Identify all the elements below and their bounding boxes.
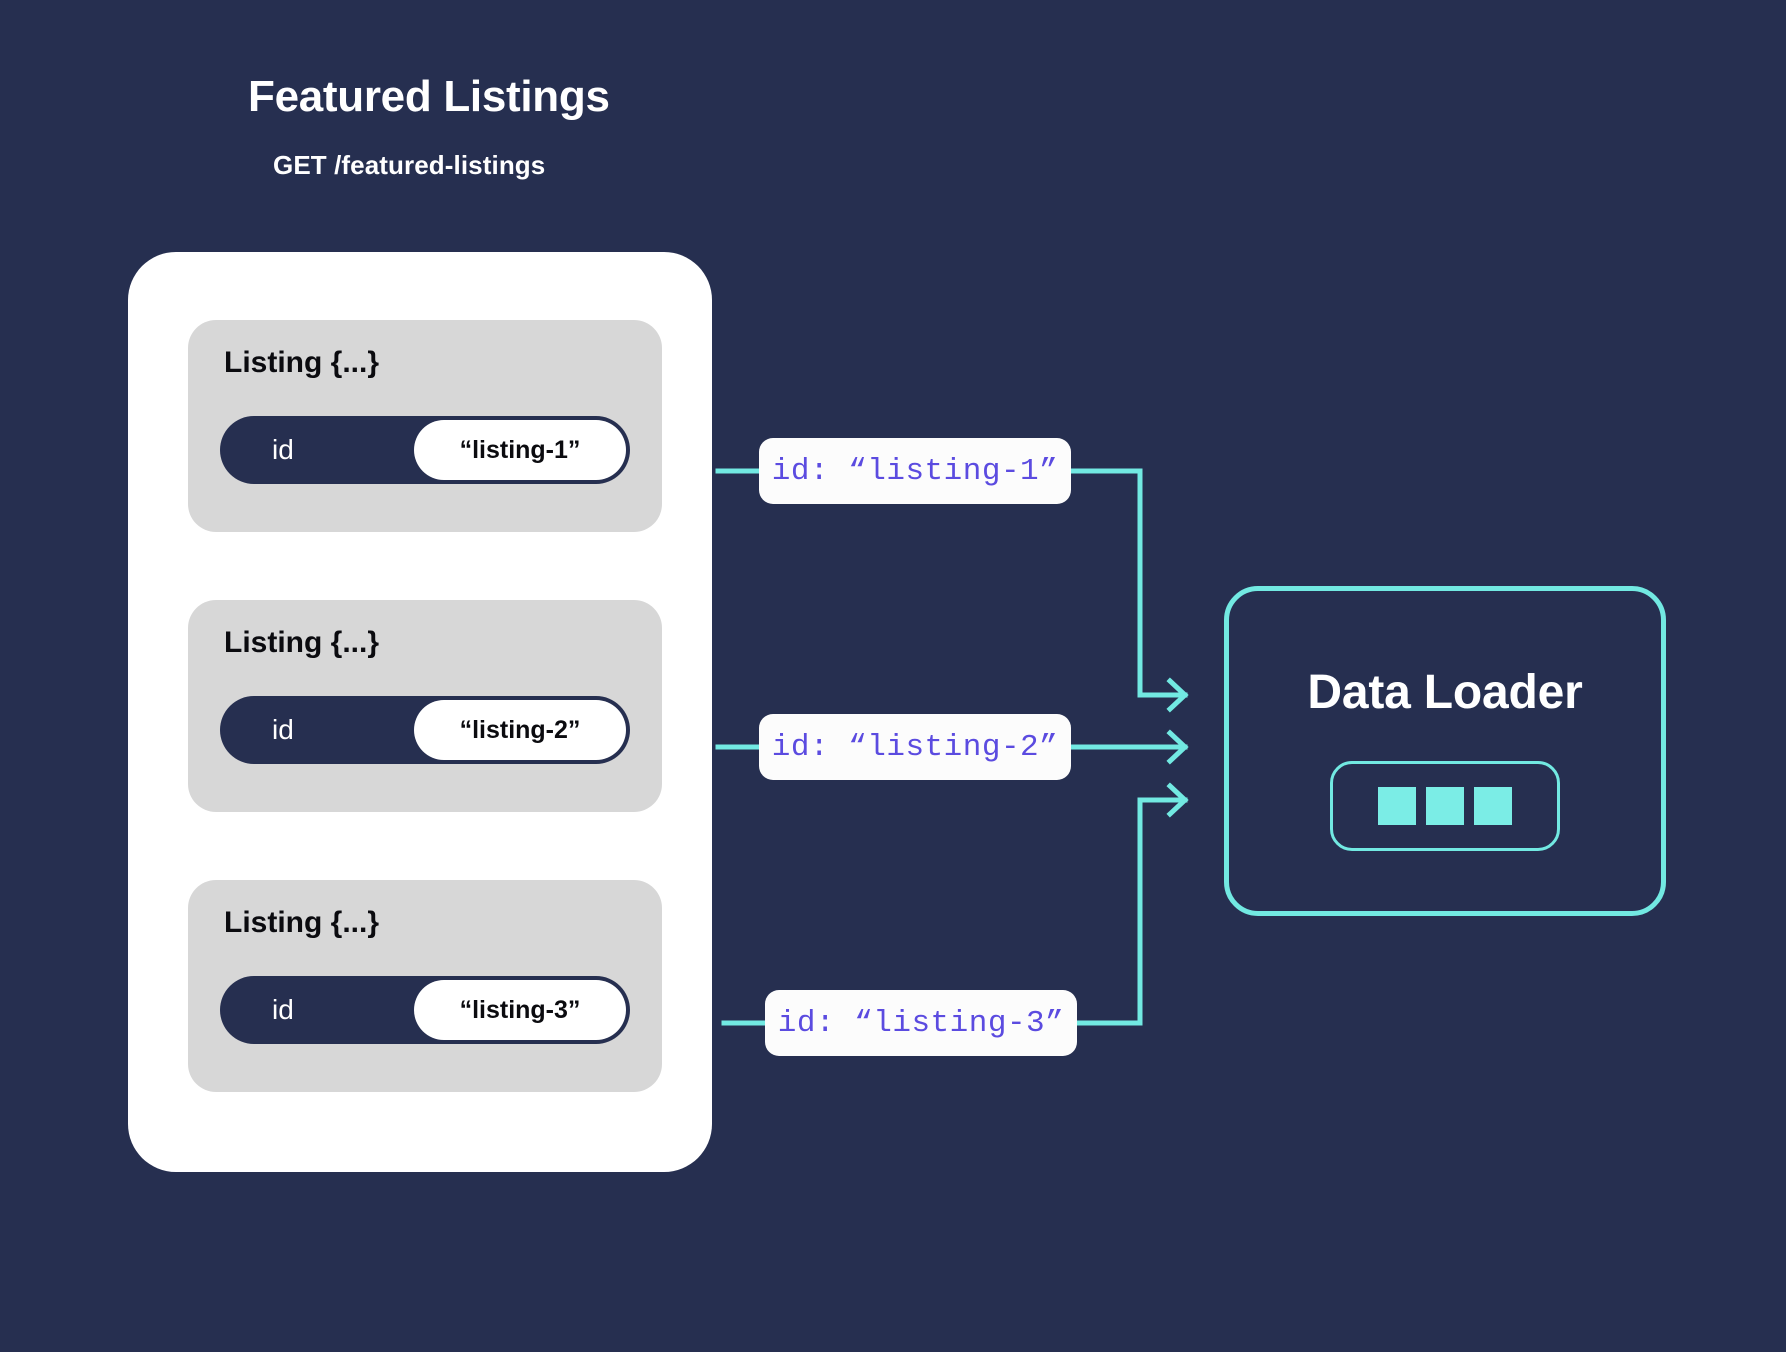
listing-card[interactable]: Listing {...} id “listing-1” <box>188 320 662 532</box>
code-chip: id: “listing-1” <box>759 438 1071 504</box>
id-field-key: id <box>272 994 294 1025</box>
id-field-pill[interactable]: id “listing-2” <box>220 696 630 764</box>
batch-square-icon <box>1378 787 1416 825</box>
wire-path-3 <box>1074 797 1143 1026</box>
listing-card[interactable]: Listing {...} id “listing-2” <box>188 600 662 812</box>
listing-card-label: Listing {...} <box>224 346 380 379</box>
id-field-pill[interactable]: id “listing-3” <box>220 976 630 1044</box>
wire-arrowhead-3 <box>1166 782 1189 818</box>
wire-path-1 <box>1068 468 1143 698</box>
endpoint-label: GET /featured-listings <box>273 150 546 180</box>
page-title: Featured Listings <box>248 72 610 121</box>
code-chip: id: “listing-3” <box>765 990 1077 1056</box>
code-chip: id: “listing-2” <box>759 714 1071 780</box>
wire-arrowhead-2 <box>1166 729 1189 765</box>
id-field-value: “listing-1” <box>414 420 626 480</box>
batch-indicator <box>1330 761 1560 851</box>
id-field-pill[interactable]: id “listing-1” <box>220 416 630 484</box>
data-loader-box[interactable]: Data Loader <box>1224 586 1666 916</box>
id-field-value: “listing-3” <box>414 980 626 1040</box>
listing-card-label: Listing {...} <box>224 626 380 659</box>
batch-square-icon <box>1426 787 1464 825</box>
batch-square-icon <box>1474 787 1512 825</box>
listing-card-label: Listing {...} <box>224 906 380 939</box>
id-field-value: “listing-2” <box>414 700 626 760</box>
id-field-key: id <box>272 434 294 465</box>
wire-arrowhead-1 <box>1166 677 1189 713</box>
data-loader-title: Data Loader <box>1307 666 1583 719</box>
listing-card[interactable]: Listing {...} id “listing-3” <box>188 880 662 1092</box>
id-field-key: id <box>272 714 294 745</box>
